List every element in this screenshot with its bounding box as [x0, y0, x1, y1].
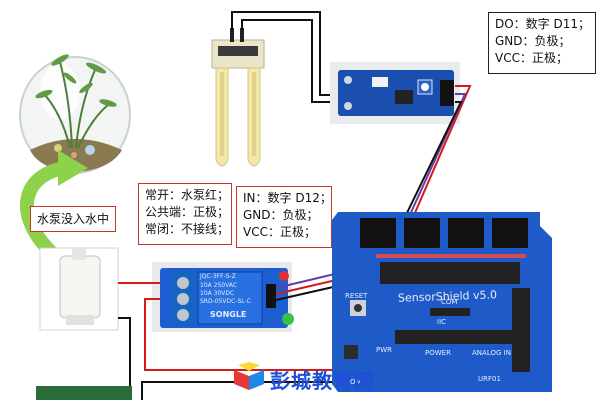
soil-moisture-probe [211, 28, 265, 167]
watermark-text: 彭城教育网 [270, 369, 375, 393]
relay-brand: SONGLE [210, 310, 247, 319]
pump-note-callout: 水泵没入水中 [30, 206, 116, 232]
relay-rating-2: 10A 30VDC [200, 290, 235, 297]
water-flow-arrow [19, 150, 88, 269]
relay-rating-1: 10A 250VAC [200, 282, 238, 289]
plant-globe [19, 54, 131, 174]
board-tag-reset: RESET [345, 292, 368, 300]
sensor-shield-board [332, 212, 552, 392]
relay-gnd-label: GND：负极； [243, 208, 319, 222]
sensor-vcc-label: VCC：正极； [495, 51, 568, 65]
power-board [36, 386, 132, 400]
board-tag-pwr: PWR [376, 346, 393, 354]
sensor-module-pin-callout: DO：数字 D11； GND：负极； VCC：正极； [488, 12, 596, 74]
sensor-gnd-label: GND：负极； [495, 34, 571, 48]
board-tag-power: POWER [425, 349, 451, 357]
board-tag-com: COM [441, 298, 458, 306]
board-tag-iic: IIC [437, 318, 447, 326]
book-icon [234, 362, 264, 390]
relay-common-label: 公共端：正极； [145, 205, 230, 219]
board-tag-on: ON [350, 378, 361, 386]
relay-in-label: IN：数字 D12； [243, 191, 332, 205]
relay-contacts-callout: 常开：水泵红； 公共端：正极； 常闭：不接线； [138, 183, 232, 245]
relay-model-text: JQC-3FF-S-Z [200, 273, 236, 280]
water-pump [39, 247, 119, 331]
watermark-logo: 彭城教育网 [232, 362, 392, 393]
board-tag-analog: ANALOG IN [472, 349, 511, 357]
relay-module [152, 262, 294, 332]
relay-no-label: 常开：水泵红； [145, 188, 230, 202]
relay-rating-3: SRD-05VDC-SL-C [200, 298, 251, 305]
board-tag-urf: URF01 [478, 375, 501, 383]
relay-nc-label: 常闭：不接线； [145, 222, 230, 236]
sensor-do-label: DO：数字 D11； [495, 17, 591, 31]
relay-pin-callout: IN：数字 D12； GND：负极； VCC：正极； [236, 186, 332, 248]
relay-vcc-label: VCC：正极； [243, 225, 316, 239]
sensor-module [330, 62, 460, 124]
